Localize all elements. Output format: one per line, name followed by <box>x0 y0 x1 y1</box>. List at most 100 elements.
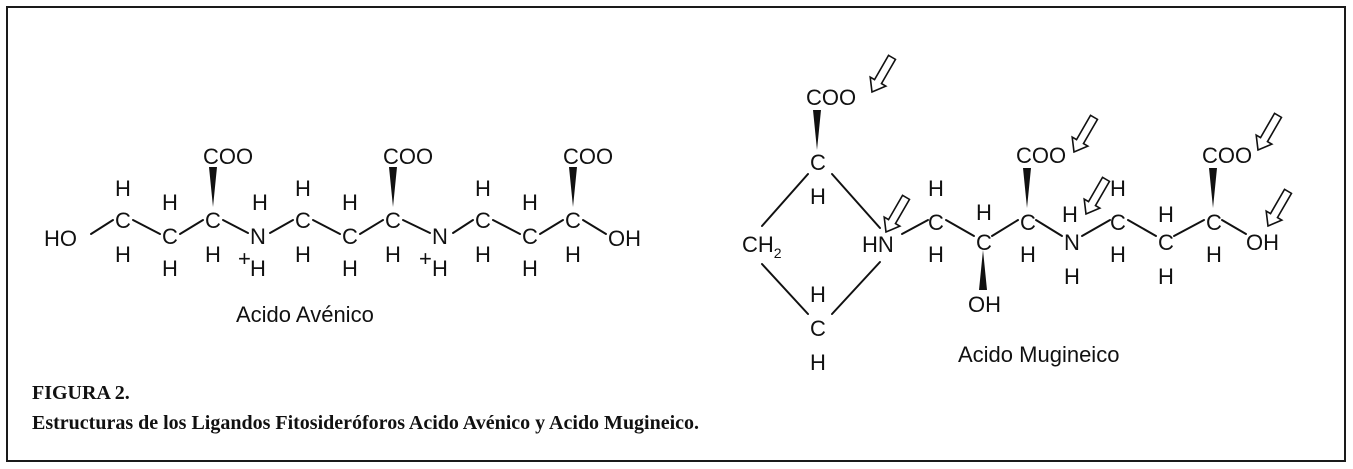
coo-label: COO <box>806 85 856 110</box>
carbon-label: C <box>342 224 358 249</box>
carbon-label: C <box>385 208 401 233</box>
carbon-label: C <box>565 208 581 233</box>
hydrogen-label: H <box>1062 202 1078 227</box>
hydrogen-label: H <box>928 242 944 267</box>
hn-label: HN <box>862 232 894 257</box>
bond <box>90 219 114 235</box>
hydrogen-label: H <box>162 256 178 281</box>
mugineic-acid-structure: COO COO COO C H CH2 H C H HN H C H H C O… <box>742 54 1293 375</box>
bond <box>312 219 341 235</box>
hydrogen-label: H <box>976 200 992 225</box>
hydrogen-label: H <box>1110 242 1126 267</box>
carbon-label: C <box>976 230 992 255</box>
hydrogen-label: H <box>928 176 944 201</box>
ch2-label: CH2 <box>742 232 782 261</box>
mugineic-acid-name: Acido Mugineico <box>958 342 1119 367</box>
coo-label: COO <box>383 144 433 169</box>
hydrogen-label: H <box>162 190 178 215</box>
wedge-bond <box>1023 168 1031 208</box>
hydrogen-label: H <box>1206 242 1222 267</box>
hydrogen-label: H <box>250 256 266 281</box>
bond <box>1035 219 1063 237</box>
carbon-label: C <box>1110 210 1126 235</box>
bond <box>1127 219 1157 237</box>
wedge-bond <box>979 250 987 290</box>
bond <box>222 219 249 234</box>
bond <box>1221 219 1247 235</box>
avenic-acid-name: Acido Avénico <box>236 302 374 327</box>
bond <box>831 261 881 315</box>
ho-label: HO <box>44 226 77 251</box>
bond <box>359 219 384 235</box>
wedge-bond <box>813 110 821 150</box>
hydrogen-label: H <box>295 242 311 267</box>
carbon-label: C <box>115 208 131 233</box>
figure-caption: FIGURA 2. Estructuras de los Ligandos Fi… <box>32 378 699 438</box>
carbon-label: C <box>1020 210 1036 235</box>
nitrogen-label: N <box>432 224 448 249</box>
carbon-label: C <box>810 316 826 341</box>
bond <box>761 263 809 315</box>
bond <box>452 219 474 234</box>
carbon-label: C <box>1206 210 1222 235</box>
hydrogen-label: H <box>432 256 448 281</box>
carbon-label: C <box>475 208 491 233</box>
hydrogen-label: H <box>810 282 826 307</box>
coordination-arrow-icon <box>1071 114 1099 154</box>
hydrogen-label: H <box>1158 202 1174 227</box>
hydrogen-label: H <box>1110 176 1126 201</box>
bond <box>901 219 929 235</box>
bond <box>831 173 881 229</box>
wedge-bond <box>389 167 397 207</box>
coo-label: COO <box>563 144 613 169</box>
coo-label: COO <box>203 144 253 169</box>
hydrogen-label: H <box>810 184 826 209</box>
hydrogen-label: H <box>522 190 538 215</box>
carbon-label: C <box>1158 230 1174 255</box>
carbon-label: C <box>205 208 221 233</box>
hydrogen-label: H <box>115 176 131 201</box>
hydrogen-label: H <box>295 176 311 201</box>
bond <box>1081 219 1111 237</box>
avenic-acid-structure: HO OH COO COO COO C C C C C C C C C N N … <box>44 144 641 327</box>
plus-charge: + <box>238 246 251 271</box>
hydrogen-label: H <box>1020 242 1036 267</box>
hydrogen-label: H <box>252 190 268 215</box>
bond <box>269 219 294 234</box>
figure-title: Estructuras de los Ligandos Fitosiderófo… <box>32 412 700 434</box>
carbon-label: C <box>522 224 538 249</box>
coo-label: COO <box>1016 143 1066 168</box>
coordination-arrow-icon <box>1265 188 1293 228</box>
bond <box>492 219 521 235</box>
hydrogen-label: H <box>205 242 221 267</box>
coordination-arrow-icon <box>1083 176 1111 216</box>
hydrogen-label: H <box>475 176 491 201</box>
wedge-bond <box>1209 168 1217 208</box>
wedge-bond <box>569 167 577 207</box>
figure-frame <box>6 6 1346 462</box>
bond <box>402 219 431 234</box>
figure-label: FIGURA 2. <box>32 382 130 404</box>
hydrogen-label: H <box>1158 264 1174 289</box>
nitrogen-label: N <box>1064 230 1080 255</box>
coo-label: COO <box>1202 143 1252 168</box>
carbon-label: C <box>928 210 944 235</box>
bond <box>1173 219 1205 237</box>
coordination-arrow-icon <box>1255 112 1283 152</box>
nitrogen-label: N <box>250 224 266 249</box>
bond <box>132 219 161 235</box>
bond <box>945 219 975 237</box>
hydrogen-label: H <box>385 242 401 267</box>
coordination-arrow-icon <box>883 194 911 234</box>
plus-charge: + <box>419 246 432 271</box>
carbon-label: C <box>295 208 311 233</box>
bond <box>179 219 204 235</box>
hydrogen-label: H <box>810 350 826 375</box>
bond <box>761 173 809 227</box>
bond <box>991 219 1019 237</box>
wedge-bond <box>209 167 217 207</box>
hydrogen-label: H <box>1064 264 1080 289</box>
hydrogen-label: H <box>342 256 358 281</box>
hydrogen-label: H <box>115 242 131 267</box>
